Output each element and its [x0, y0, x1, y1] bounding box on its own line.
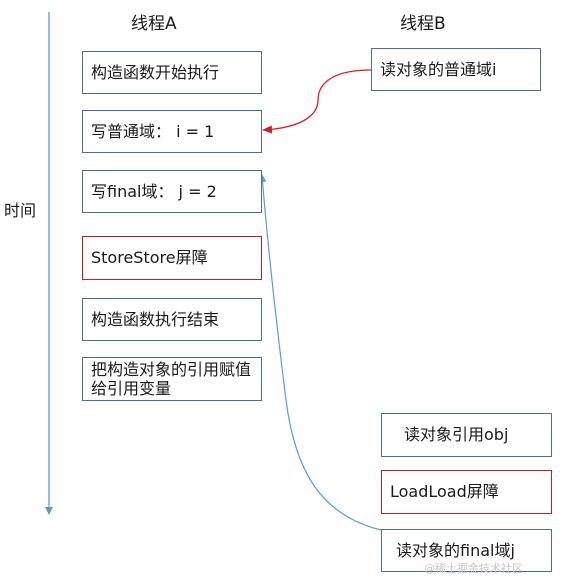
thread-a-storestore-barrier: StoreStore屏障	[82, 236, 262, 280]
thread-b-step-read-reference: 读对象引用obj	[381, 413, 552, 457]
time-label: 时间	[4, 201, 37, 220]
watermark: @稀土掘金技术社区	[424, 562, 523, 575]
read-final-field-arrow	[258, 174, 382, 531]
thread-b-loadload-barrier: LoadLoad屏障	[381, 470, 552, 514]
thread-a-step-constructor-end: 构造函数执行结束	[82, 298, 262, 341]
thread-b-step-read-normal-field: 读对象的普通域i	[371, 48, 541, 91]
thread-a-step-write-final-field: 写final域： j = 2	[82, 170, 262, 213]
thread-a-step-assign-reference: 把构造对象的引用赋值给引用变量	[82, 357, 262, 401]
thread-b-step-read-final-field: 读对象的final域j	[381, 529, 552, 572]
thread-b-header: 线程B	[400, 14, 446, 34]
thread-a-step-write-normal-field: 写普通域： i = 1	[82, 110, 262, 153]
read-normal-field-arrow	[262, 69, 372, 134]
thread-a-step-constructor-start: 构造函数开始执行	[82, 51, 262, 94]
thread-a-header: 线程A	[131, 14, 177, 34]
